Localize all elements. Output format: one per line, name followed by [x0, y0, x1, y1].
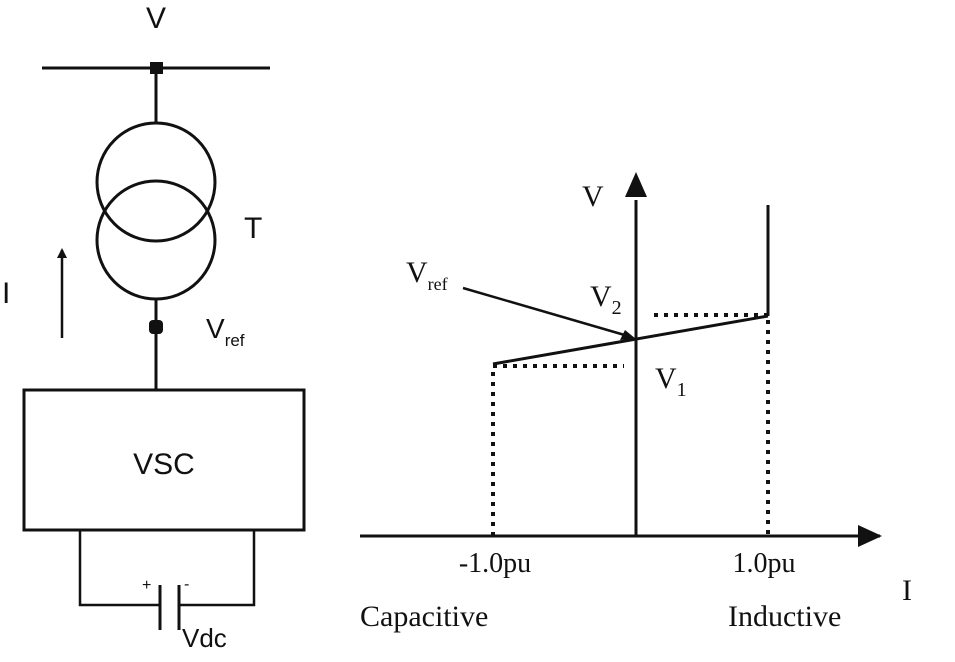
statcom-circuit: V T I Vref VSC + - Vdc — [2, 2, 306, 653]
transformer-primary-winding — [95, 121, 217, 243]
vref-node-label: Vref — [206, 313, 245, 350]
vref-pointer-arrowhead — [620, 330, 636, 340]
i-axis-label: I — [902, 574, 912, 607]
vref-pointer-line — [462, 286, 629, 338]
vsc-box — [22, 388, 306, 532]
i-axis-arrowhead — [858, 525, 882, 547]
dc-wire-right — [180, 530, 256, 607]
converter-node — [149, 320, 163, 334]
dc-voltage-label: Vdc — [182, 623, 227, 653]
v1-label: V1 — [655, 362, 687, 401]
control-slope-line — [492, 314, 769, 366]
bus-node — [150, 62, 163, 74]
capacitive-region-label: Capacitive — [360, 600, 488, 633]
transformer-label: T — [244, 212, 262, 245]
vsc-label: VSC — [133, 448, 195, 481]
v-axis-label: V — [582, 180, 604, 213]
inductive-region-label: Inductive — [728, 600, 841, 633]
capacitor-minus-label: - — [184, 576, 189, 593]
current-label: I — [2, 277, 10, 310]
v2-label: V2 — [590, 280, 622, 319]
pos-1pu-tick-label: 1.0pu — [733, 548, 796, 579]
v-axis-arrowhead — [625, 172, 647, 197]
dc-wire-left — [78, 530, 160, 607]
vref-curve-label: Vref — [406, 256, 448, 294]
neg-1pu-tick-label: -1.0pu — [459, 548, 531, 579]
bus-voltage-label: V — [146, 2, 166, 35]
capacitor-plus-label: + — [142, 577, 151, 594]
vi-characteristic: I V Vref V2 V1 -1.0pu 1.0pu Capacitive I… — [360, 172, 912, 633]
